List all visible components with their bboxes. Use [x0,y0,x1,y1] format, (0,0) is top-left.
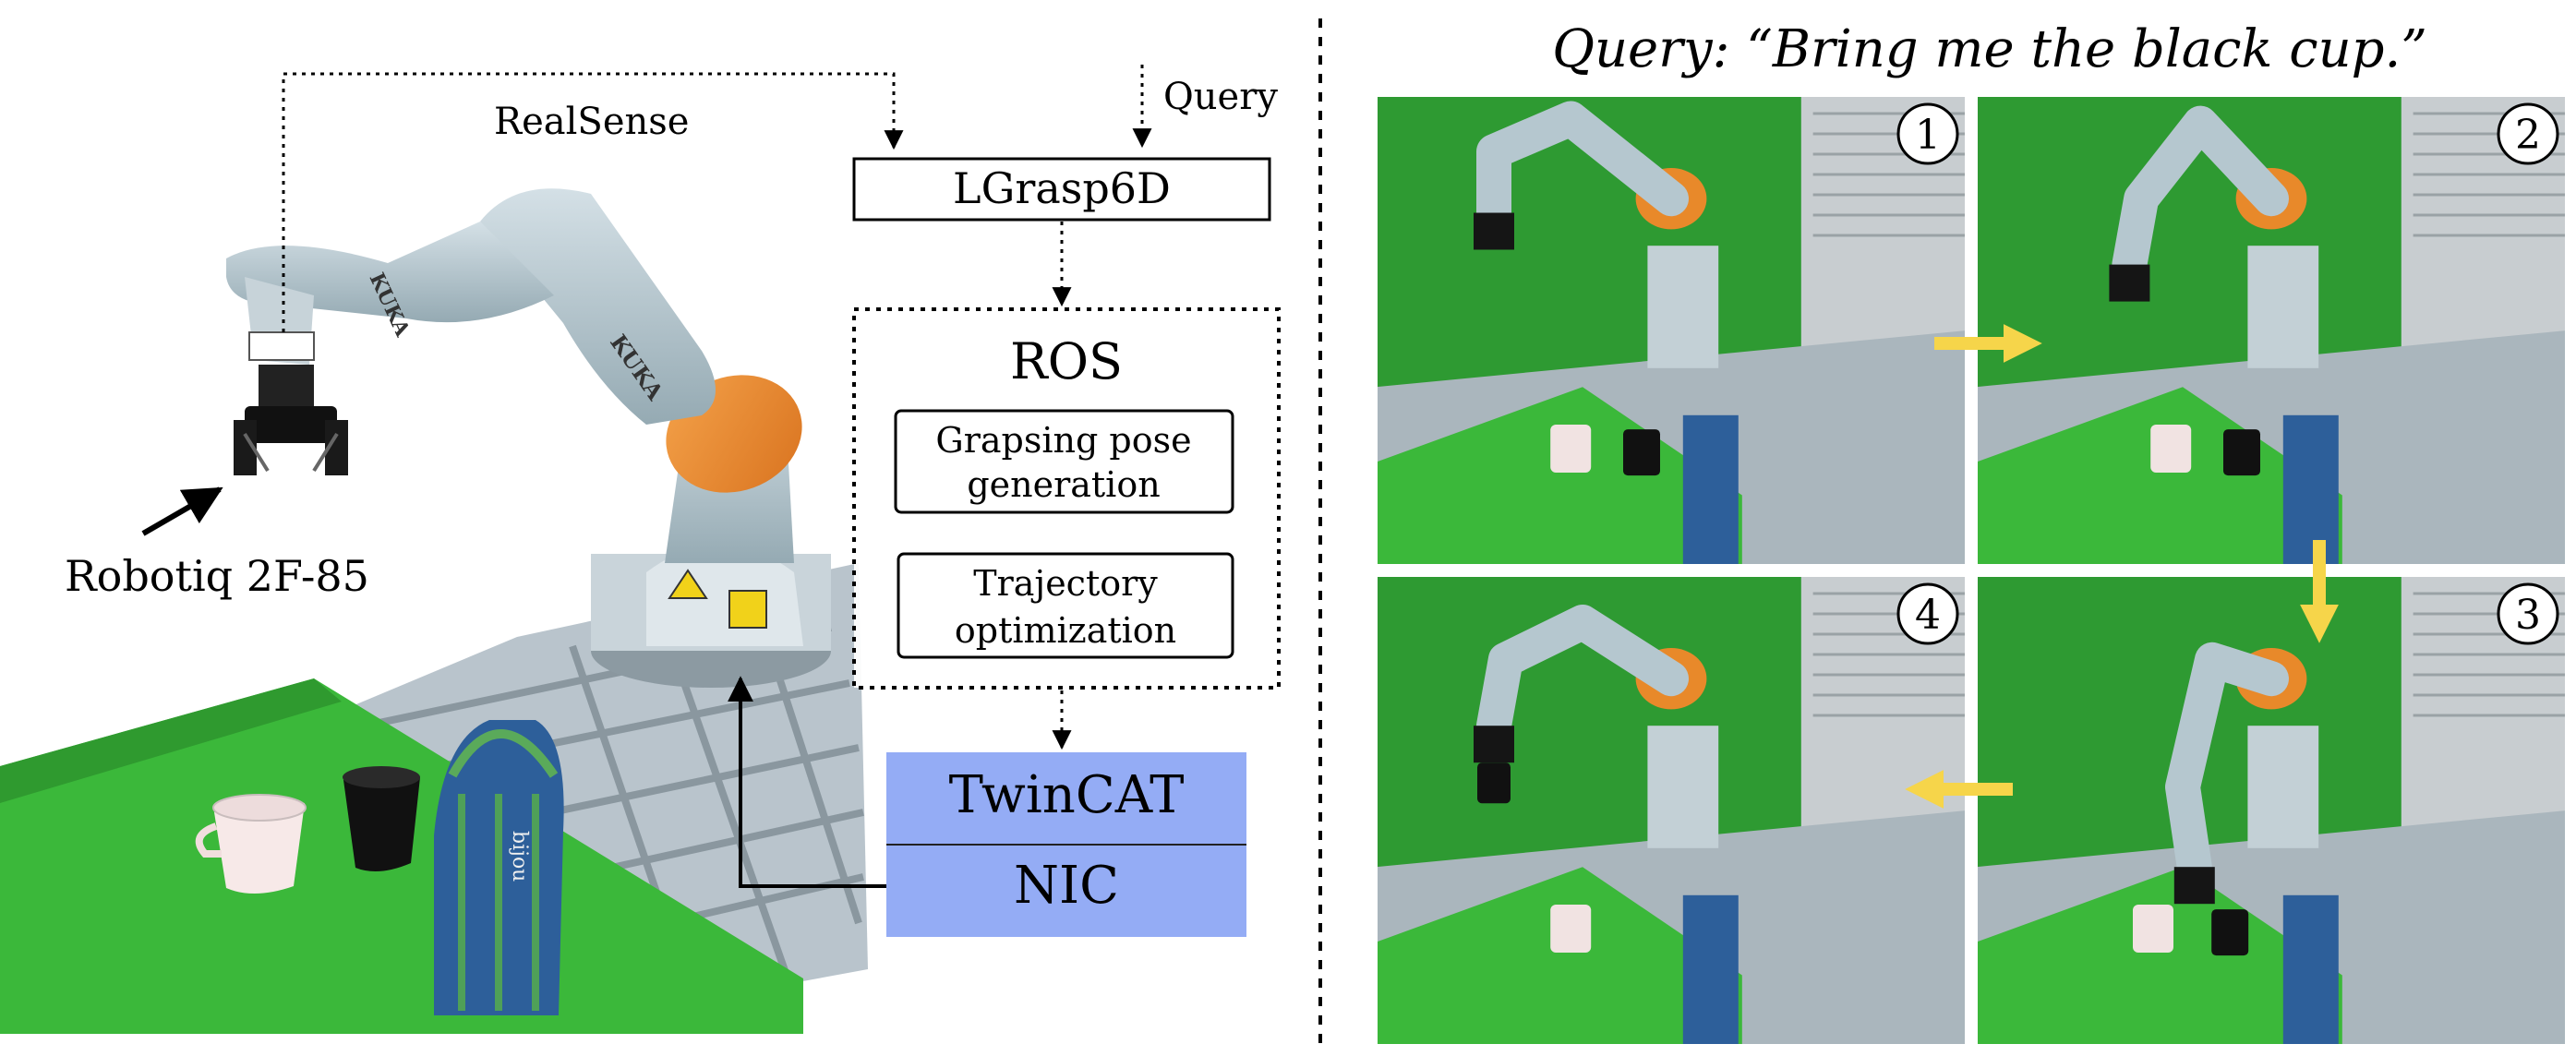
robot-arm [1476,605,1689,744]
robot-base [1647,726,1719,848]
robot-base [2247,726,2319,848]
query-label: Query [1163,76,1278,118]
black-cup [2211,909,2249,956]
white-cup [2133,905,2173,953]
black-cup [1477,762,1511,804]
robot-arm [2165,642,2289,885]
bag-print: bijou [508,831,531,882]
left-photo: KUKA KUKA [0,188,868,1034]
blue-bag [2282,414,2339,566]
gripper-icon [2173,867,2215,905]
lgrasp6d-label: LGrasp6D [953,163,1171,213]
black-cup [343,766,420,871]
robot-base [1647,246,1719,368]
blue-bag [2282,894,2339,1046]
black-cup [2223,429,2260,476]
trajectory-line2: optimization [955,610,1176,651]
step-badge [2497,102,2559,165]
frames-grid: 1 2 3 4 [1374,93,2569,1048]
step-number: 3 [2515,592,2541,639]
nic-to-robot-arrow [728,676,886,888]
gripper-icon [2109,264,2150,302]
frame-1: 1 [1374,93,1968,568]
table [1376,387,1742,566]
trajectory-line1: Trajectory [973,563,1158,604]
pipeline-diagram: RealSense Query LGrasp6D ROS Grapsing po… [65,65,1281,937]
lgrasp6d-box [852,157,1271,222]
table [1976,387,2342,566]
step-number: 1 [1915,112,1941,159]
robot-arm [2112,105,2289,282]
white-cup [195,794,307,894]
gripper-pointer-arrow [141,486,223,536]
blue-bag [1682,894,1739,1046]
table [1976,867,2342,1046]
white-cup [1550,425,1592,473]
grasp-pose-line2: generation [967,464,1160,505]
robot-base [591,545,831,688]
white-cup [2150,425,2192,473]
gripper-icon [1474,726,1514,763]
grasp-pose-line1: Grapsing pose [935,420,1191,461]
robot-arm [1476,101,1689,231]
frame-3: 3 [1974,573,2569,1048]
table [1376,867,1742,1046]
gripper-label: Robotiq 2F-85 [65,551,369,601]
camera-arrow-icon [282,72,904,332]
step-number: 2 [2515,112,2541,159]
frame-4: 4 [1374,573,1968,1048]
step-badge [1896,102,1959,165]
black-cup [1623,429,1660,476]
step-badge [2497,582,2559,645]
twincat-label: TwinCAT [949,765,1185,825]
grasp-pose-box [894,409,1234,514]
ros-label: ROS [1010,332,1123,390]
blue-bag: bijou [434,720,564,1015]
nic-label: NIC [1014,856,1119,916]
step-badge [1896,582,1959,645]
blue-bag [1682,414,1739,566]
frame-2: 2 [1974,93,2569,568]
camera-label: RealSense [494,101,689,143]
robot-base [2247,246,2319,368]
query-title: Query: “Bring me the black cup.” [1552,19,2427,79]
step-number: 4 [1915,592,1941,639]
white-cup [1550,905,1592,953]
gripper-icon [234,365,348,475]
gripper-icon [1474,212,1514,250]
trajectory-box [897,552,1234,659]
robot-arm: KUKA KUKA [226,188,802,563]
